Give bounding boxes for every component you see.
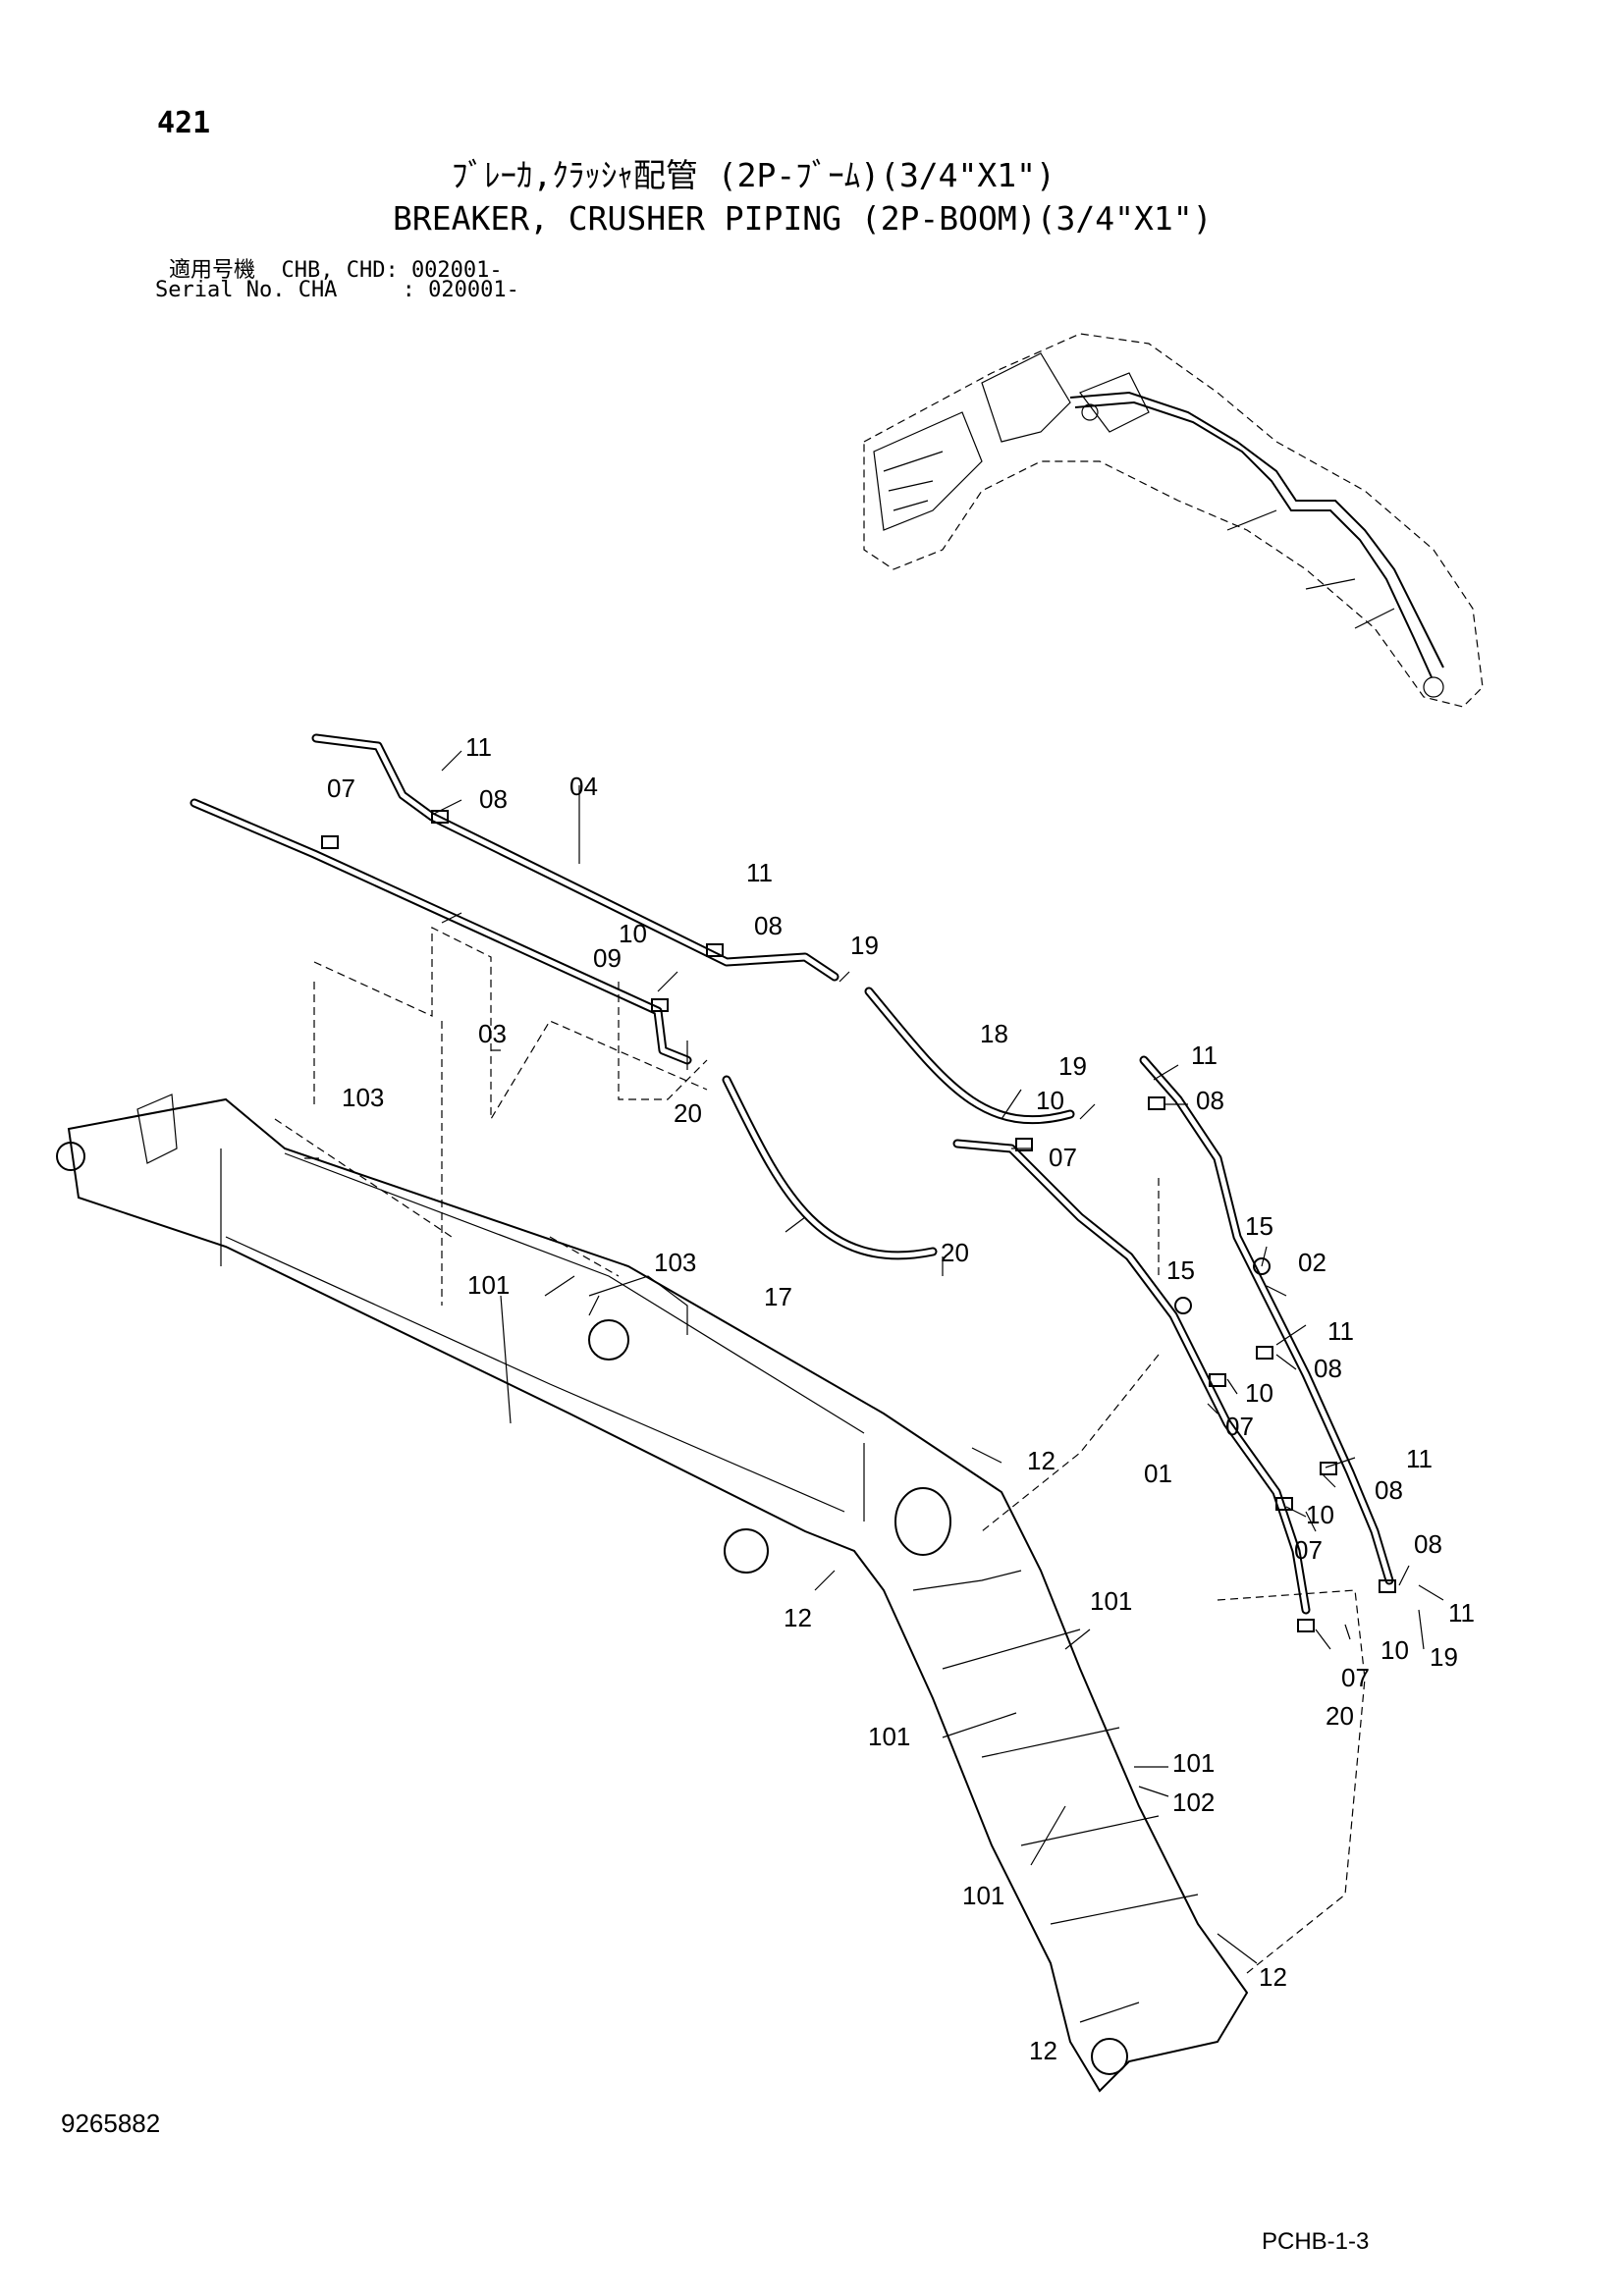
callout-11: 11 — [1406, 1444, 1433, 1473]
callout-10: 10 — [1245, 1378, 1273, 1408]
callout-101: 101 — [962, 1881, 1004, 1910]
boom-assembly — [56, 1094, 1249, 2093]
callout-10: 10 — [619, 919, 647, 948]
callout-12: 12 — [784, 1603, 812, 1632]
callout-11: 11 — [1448, 1598, 1475, 1628]
pipe-01-02-group — [952, 1055, 1396, 1632]
callout-labels: 11 07 08 04 11 08 19 10 09 03 20 18 19 1… — [327, 732, 1475, 2065]
callout-15: 15 — [1166, 1255, 1195, 1285]
callout-07: 07 — [327, 774, 355, 803]
callout-18: 18 — [980, 1019, 1008, 1048]
callout-11: 11 — [746, 858, 773, 887]
callout-04: 04 — [569, 772, 598, 801]
callout-12: 12 — [1259, 1962, 1287, 1992]
callout-07: 07 — [1049, 1143, 1077, 1172]
callout-19: 19 — [850, 931, 879, 960]
callout-11: 11 — [465, 732, 492, 762]
serial-number-line: Serial No. CHA : 020001- — [155, 278, 519, 302]
callout-08: 08 — [1375, 1475, 1403, 1505]
callout-20: 20 — [941, 1238, 969, 1267]
callout-10: 10 — [1306, 1500, 1334, 1529]
callout-102: 102 — [1172, 1788, 1215, 1817]
callout-10: 10 — [1380, 1635, 1409, 1665]
applicable-serial-line: 適用号機 CHB, CHD: 002001- — [169, 258, 503, 283]
page-code: PCHB-1-3 — [1262, 2228, 1370, 2255]
callout-101: 101 — [1172, 1748, 1215, 1778]
callout-101: 101 — [1090, 1586, 1132, 1616]
callout-103: 103 — [654, 1248, 696, 1277]
callout-20: 20 — [1326, 1701, 1354, 1731]
title-english: BREAKER, CRUSHER PIPING (2P-BOOM)(3/4"X1… — [393, 199, 1213, 238]
callout-12: 12 — [1029, 2036, 1057, 2065]
callout-15: 15 — [1245, 1211, 1273, 1241]
leader-lines — [304, 750, 1444, 2023]
callout-11: 11 — [1191, 1041, 1218, 1070]
callout-07: 07 — [1341, 1663, 1370, 1692]
page-number: 421 — [157, 106, 211, 140]
hose-17-18-group — [722, 987, 1075, 1260]
callout-03: 03 — [478, 1019, 507, 1048]
callout-09: 09 — [593, 943, 622, 973]
callout-08: 08 — [1414, 1529, 1442, 1559]
document-number: 9265882 — [61, 2109, 161, 2138]
callout-20: 20 — [674, 1098, 702, 1128]
callout-101: 101 — [868, 1722, 910, 1751]
callout-08: 08 — [479, 784, 508, 814]
callout-103: 103 — [342, 1083, 384, 1112]
callout-19: 19 — [1058, 1051, 1087, 1081]
callout-11: 11 — [1327, 1316, 1354, 1346]
callout-101: 101 — [467, 1270, 510, 1300]
callout-07: 07 — [1294, 1535, 1323, 1565]
callout-08: 08 — [754, 911, 783, 940]
callout-02: 02 — [1298, 1248, 1326, 1277]
callout-10: 10 — [1036, 1086, 1064, 1115]
callout-08: 08 — [1196, 1086, 1224, 1115]
callout-08: 08 — [1314, 1354, 1342, 1383]
callout-12: 12 — [1027, 1446, 1056, 1475]
reference-lines — [274, 927, 1366, 1974]
callout-17: 17 — [764, 1282, 792, 1311]
title-japanese: ﾌﾞﾚｰｶ,ｸﾗｯｼｬ配管 (2P-ﾌﾞｰﾑ)(3/4"X1") — [452, 156, 1056, 194]
callout-01: 01 — [1144, 1459, 1172, 1488]
pipe-03-04-group — [189, 733, 839, 1065]
callout-07: 07 — [1225, 1412, 1254, 1441]
callout-19: 19 — [1430, 1642, 1458, 1672]
inset-excavator-view — [863, 333, 1484, 708]
